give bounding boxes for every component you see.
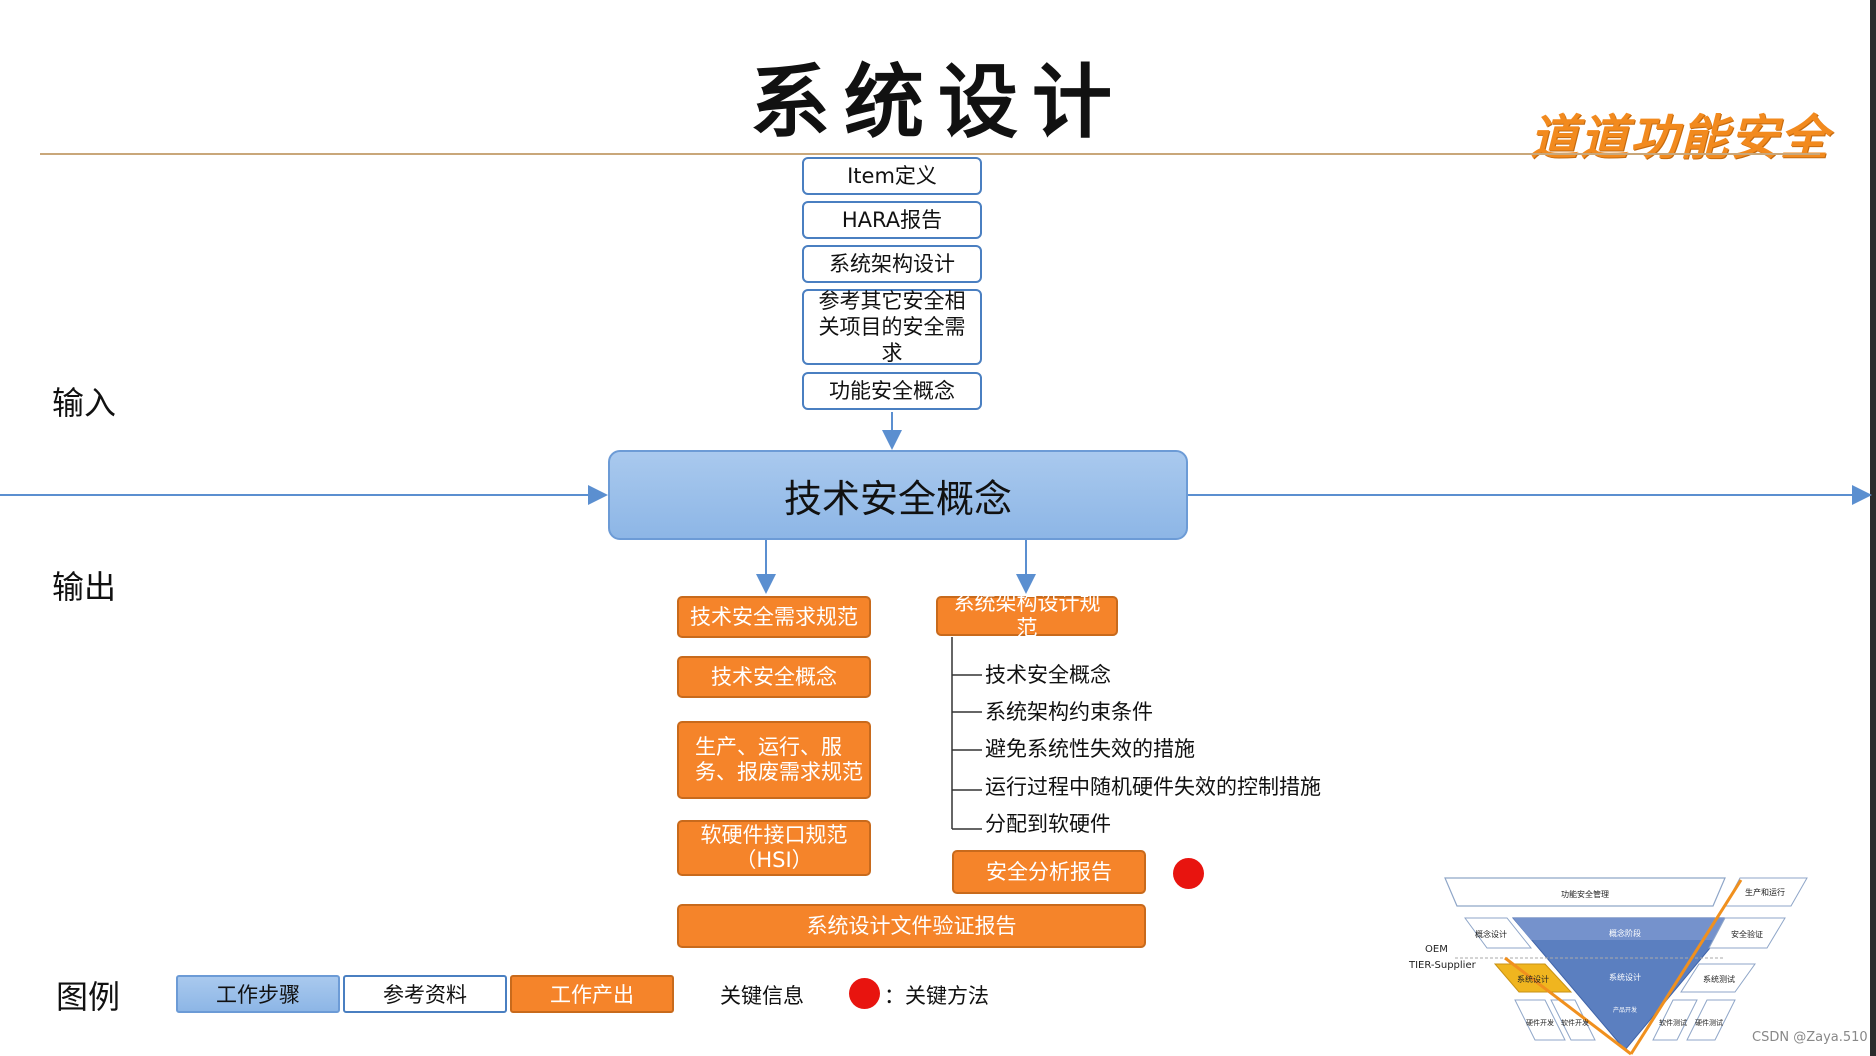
input-functional-safety-concept: 功能安全概念	[802, 372, 982, 410]
output-label: 输出	[52, 568, 117, 606]
watermark: CSDN @Zaya.510	[1752, 1030, 1868, 1045]
arch-tree-lines	[951, 637, 982, 830]
input-hara-report: HARA报告	[802, 201, 982, 239]
legend-key-method-dot	[849, 978, 880, 1009]
vmodel-arrow-left	[1504, 956, 1632, 1056]
vmodel-label: 硬件测试	[1695, 1018, 1723, 1027]
input-other-safety-requirements: 参考其它安全相关项目的安全需求	[802, 289, 982, 365]
legend-key-info: 关键信息	[720, 984, 804, 1008]
vmodel-label: 系统设计	[1609, 972, 1641, 982]
output-tsr-spec: 技术安全需求规范	[677, 596, 871, 638]
vmodel-label: 概念阶段	[1609, 928, 1641, 938]
vmodel-label: 生产和运行	[1745, 887, 1785, 897]
vmodel-concept-box	[1464, 917, 1533, 949]
output-safety-analysis-report: 安全分析报告	[952, 850, 1146, 894]
title-divider	[40, 153, 1820, 155]
arch-item: 技术安全概念	[985, 663, 1111, 687]
legend-work-step: 工作步骤	[176, 975, 340, 1013]
vmodel-arrow-right	[1629, 879, 1743, 1055]
input-item-definition: Item定义	[802, 157, 982, 195]
page-title: 系统设计	[750, 56, 1126, 149]
vmodel-verify-box	[1708, 917, 1786, 949]
vmodel-label: TIER-Supplier	[1408, 960, 1477, 971]
arch-item: 系统架构约束条件	[985, 700, 1153, 724]
legend-key-method: ：关键方法	[884, 984, 989, 1008]
arch-item: 避免系统性失效的措施	[985, 737, 1195, 761]
vmodel-hw-box	[1514, 999, 1566, 1041]
vmodel-label: 功能安全管理	[1561, 889, 1609, 899]
brand-logo: 道道功能安全	[1529, 110, 1830, 166]
key-method-marker	[1173, 858, 1204, 889]
v-model-diagram: 功能安全管理 概念设计 概念阶段 OEM TIER-Supplier 系统设计 …	[1408, 877, 1808, 1056]
vmodel-top-band	[1444, 877, 1726, 907]
window-edge	[1870, 0, 1876, 1056]
vmodel-concept-band	[1513, 918, 1735, 940]
vmodel-label: OEM	[1425, 944, 1448, 955]
vmodel-systest-box	[1680, 963, 1756, 993]
vmodel-label: 软件测试	[1659, 1018, 1687, 1027]
input-system-architecture: 系统架构设计	[802, 245, 982, 283]
output-technical-safety-concept: 技术安全概念	[677, 656, 871, 698]
output-system-design-verification-report: 系统设计文件验证报告	[677, 904, 1146, 948]
vmodel-hwtest-box	[1686, 999, 1736, 1041]
legend-label: 图例	[56, 978, 121, 1016]
vmodel-swtest-box	[1652, 999, 1698, 1041]
vmodel-label: 系统测试	[1703, 974, 1735, 984]
vmodel-label: 概念设计	[1475, 929, 1507, 939]
output-system-architecture-spec: 系统架构设计规范	[936, 591, 1118, 640]
arch-item: 分配到软硬件	[985, 812, 1111, 836]
work-step-technical-safety-concept: 技术安全概念	[608, 450, 1188, 540]
arch-item: 运行过程中随机硬件失效的控制措施	[985, 775, 1321, 799]
vmodel-label: 安全验证	[1731, 929, 1763, 939]
vmodel-label: 软件开发	[1561, 1018, 1589, 1027]
input-label: 输入	[52, 384, 117, 422]
output-hsi-spec: 软硬件接口规范（HSI）	[677, 820, 871, 876]
vmodel-label: 硬件开发	[1526, 1018, 1554, 1027]
output-production-service-spec: 生产、运行、服务、报废需求规范	[677, 721, 871, 799]
vmodel-sw-box	[1550, 999, 1596, 1041]
vmodel-label: 产品开发	[1613, 1006, 1637, 1014]
vmodel-label: 系统设计	[1517, 974, 1549, 984]
legend-work-product: 工作产出	[510, 975, 674, 1013]
legend-reference: 参考资料	[343, 975, 507, 1013]
